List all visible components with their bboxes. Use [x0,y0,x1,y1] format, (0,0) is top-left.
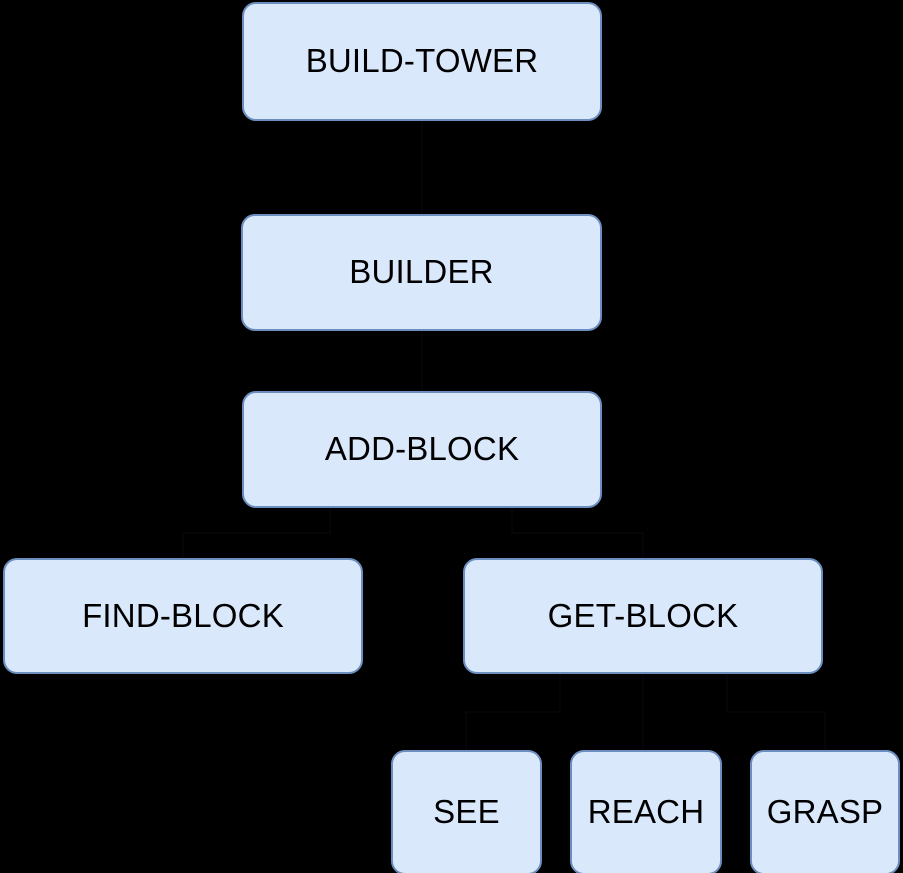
node-get-block[interactable]: GET-BLOCK [463,558,823,674]
node-build-tower[interactable]: BUILD-TOWER [242,2,602,121]
edge-get-block-to-see [465,674,561,750]
node-label: ADD-BLOCK [324,430,520,468]
node-label: FIND-BLOCK [82,596,284,634]
edge-get-block-to-grasp [726,674,826,750]
node-label: REACH [587,793,705,831]
node-label: GRASP [766,793,884,831]
node-find-block[interactable]: FIND-BLOCK [3,558,363,674]
edge-add-block-to-find-block [182,508,331,558]
node-label: BUILDER [349,253,494,291]
node-label: BUILD-TOWER [305,42,539,80]
node-label: GET-BLOCK [547,596,739,634]
node-builder[interactable]: BUILDER [241,214,602,331]
node-reach[interactable]: REACH [570,750,722,873]
edge-add-block-to-get-block [511,508,644,558]
node-label: SEE [433,793,500,831]
node-add-block[interactable]: ADD-BLOCK [242,391,602,508]
node-see[interactable]: SEE [391,750,542,873]
node-grasp[interactable]: GRASP [750,750,900,873]
